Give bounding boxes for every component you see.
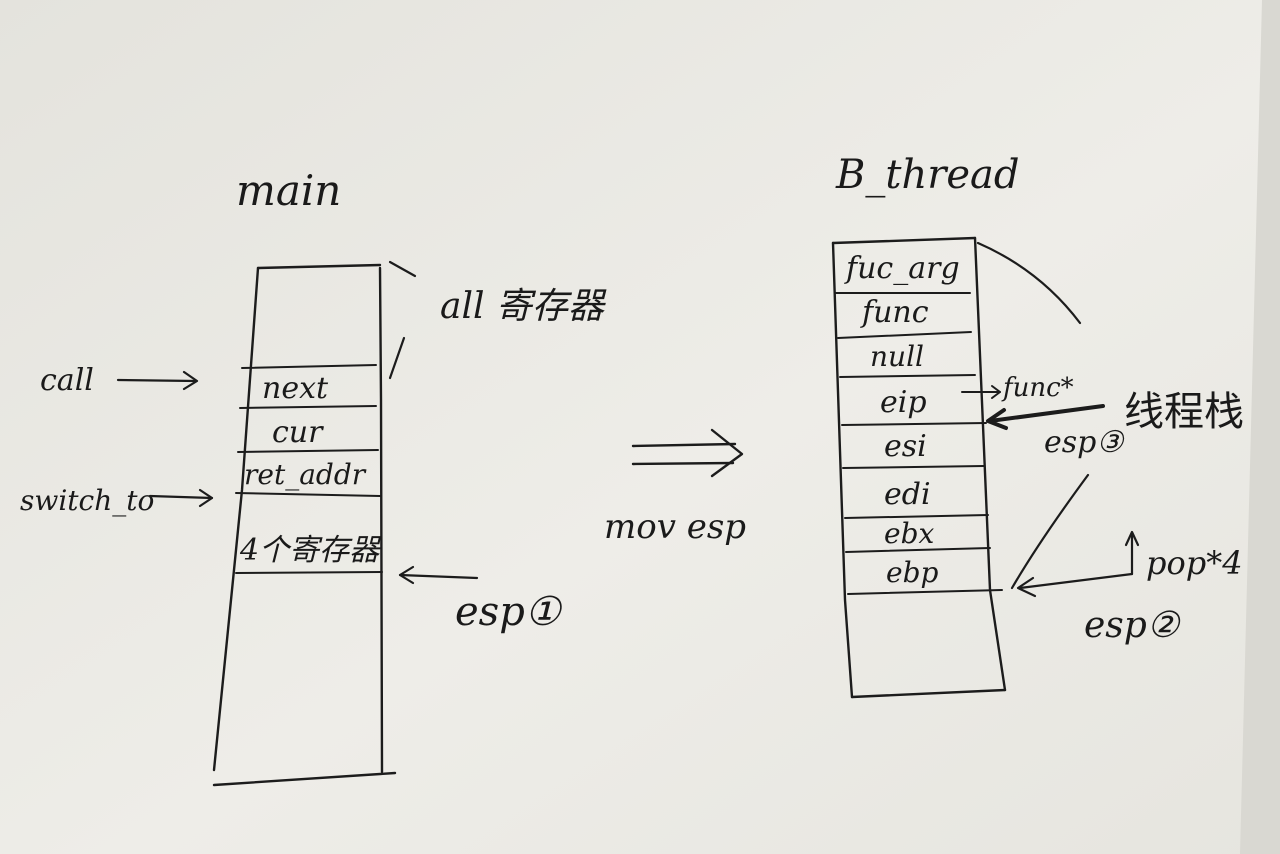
- main-slot-cur: cur: [272, 415, 324, 450]
- call-arrow: [116, 370, 199, 391]
- main-title: main: [236, 166, 341, 215]
- esp2-arrow: [1016, 530, 1140, 598]
- eip-func-arrow: [961, 385, 1001, 399]
- main-slot-registers: 4个寄存器: [239, 533, 382, 568]
- all-registers-note: all 寄存器: [440, 286, 607, 327]
- main-slot-next: next: [262, 371, 329, 406]
- thread-stack-arrow: [986, 404, 1105, 430]
- b-slot-fuc-arg: fuc_arg: [844, 251, 960, 286]
- paper-edge-shadow: [1240, 0, 1280, 854]
- pop-label: pop*4: [1146, 544, 1243, 582]
- main-stack-dividers: [235, 364, 383, 574]
- mov-esp-label: mov esp: [604, 507, 746, 547]
- b-slot-ebx: ebx: [884, 517, 934, 550]
- top-bracket: [388, 260, 417, 380]
- b-stack-dividers: [834, 292, 1003, 595]
- main-stack-frame: [212, 263, 397, 787]
- thread-stack-brace: [976, 241, 1090, 590]
- b-slot-func: func: [860, 295, 929, 330]
- b-slot-ebp: ebp: [886, 556, 938, 589]
- b-slot-edi: edi: [884, 477, 931, 512]
- b-thread-title: B_thread: [835, 152, 1019, 198]
- esp2-label: esp②: [1084, 605, 1181, 646]
- eip-target-label: func*: [1001, 373, 1074, 403]
- main-slot-ret-addr: ret_addr: [244, 458, 367, 491]
- thread-stack-label: 线程栈: [1124, 389, 1244, 435]
- double-arrow: [631, 428, 744, 478]
- switch-to-arrow: [148, 488, 214, 508]
- call-label: call: [40, 363, 94, 398]
- b-slot-eip: eip: [880, 385, 927, 420]
- b-slot-null: null: [870, 340, 924, 373]
- b-slot-esi: esi: [884, 429, 927, 464]
- esp1-arrow: [398, 565, 479, 585]
- esp1-label: esp①: [455, 589, 563, 635]
- switch-to-label: switch_to: [20, 484, 154, 517]
- esp3-label: esp③: [1044, 425, 1125, 460]
